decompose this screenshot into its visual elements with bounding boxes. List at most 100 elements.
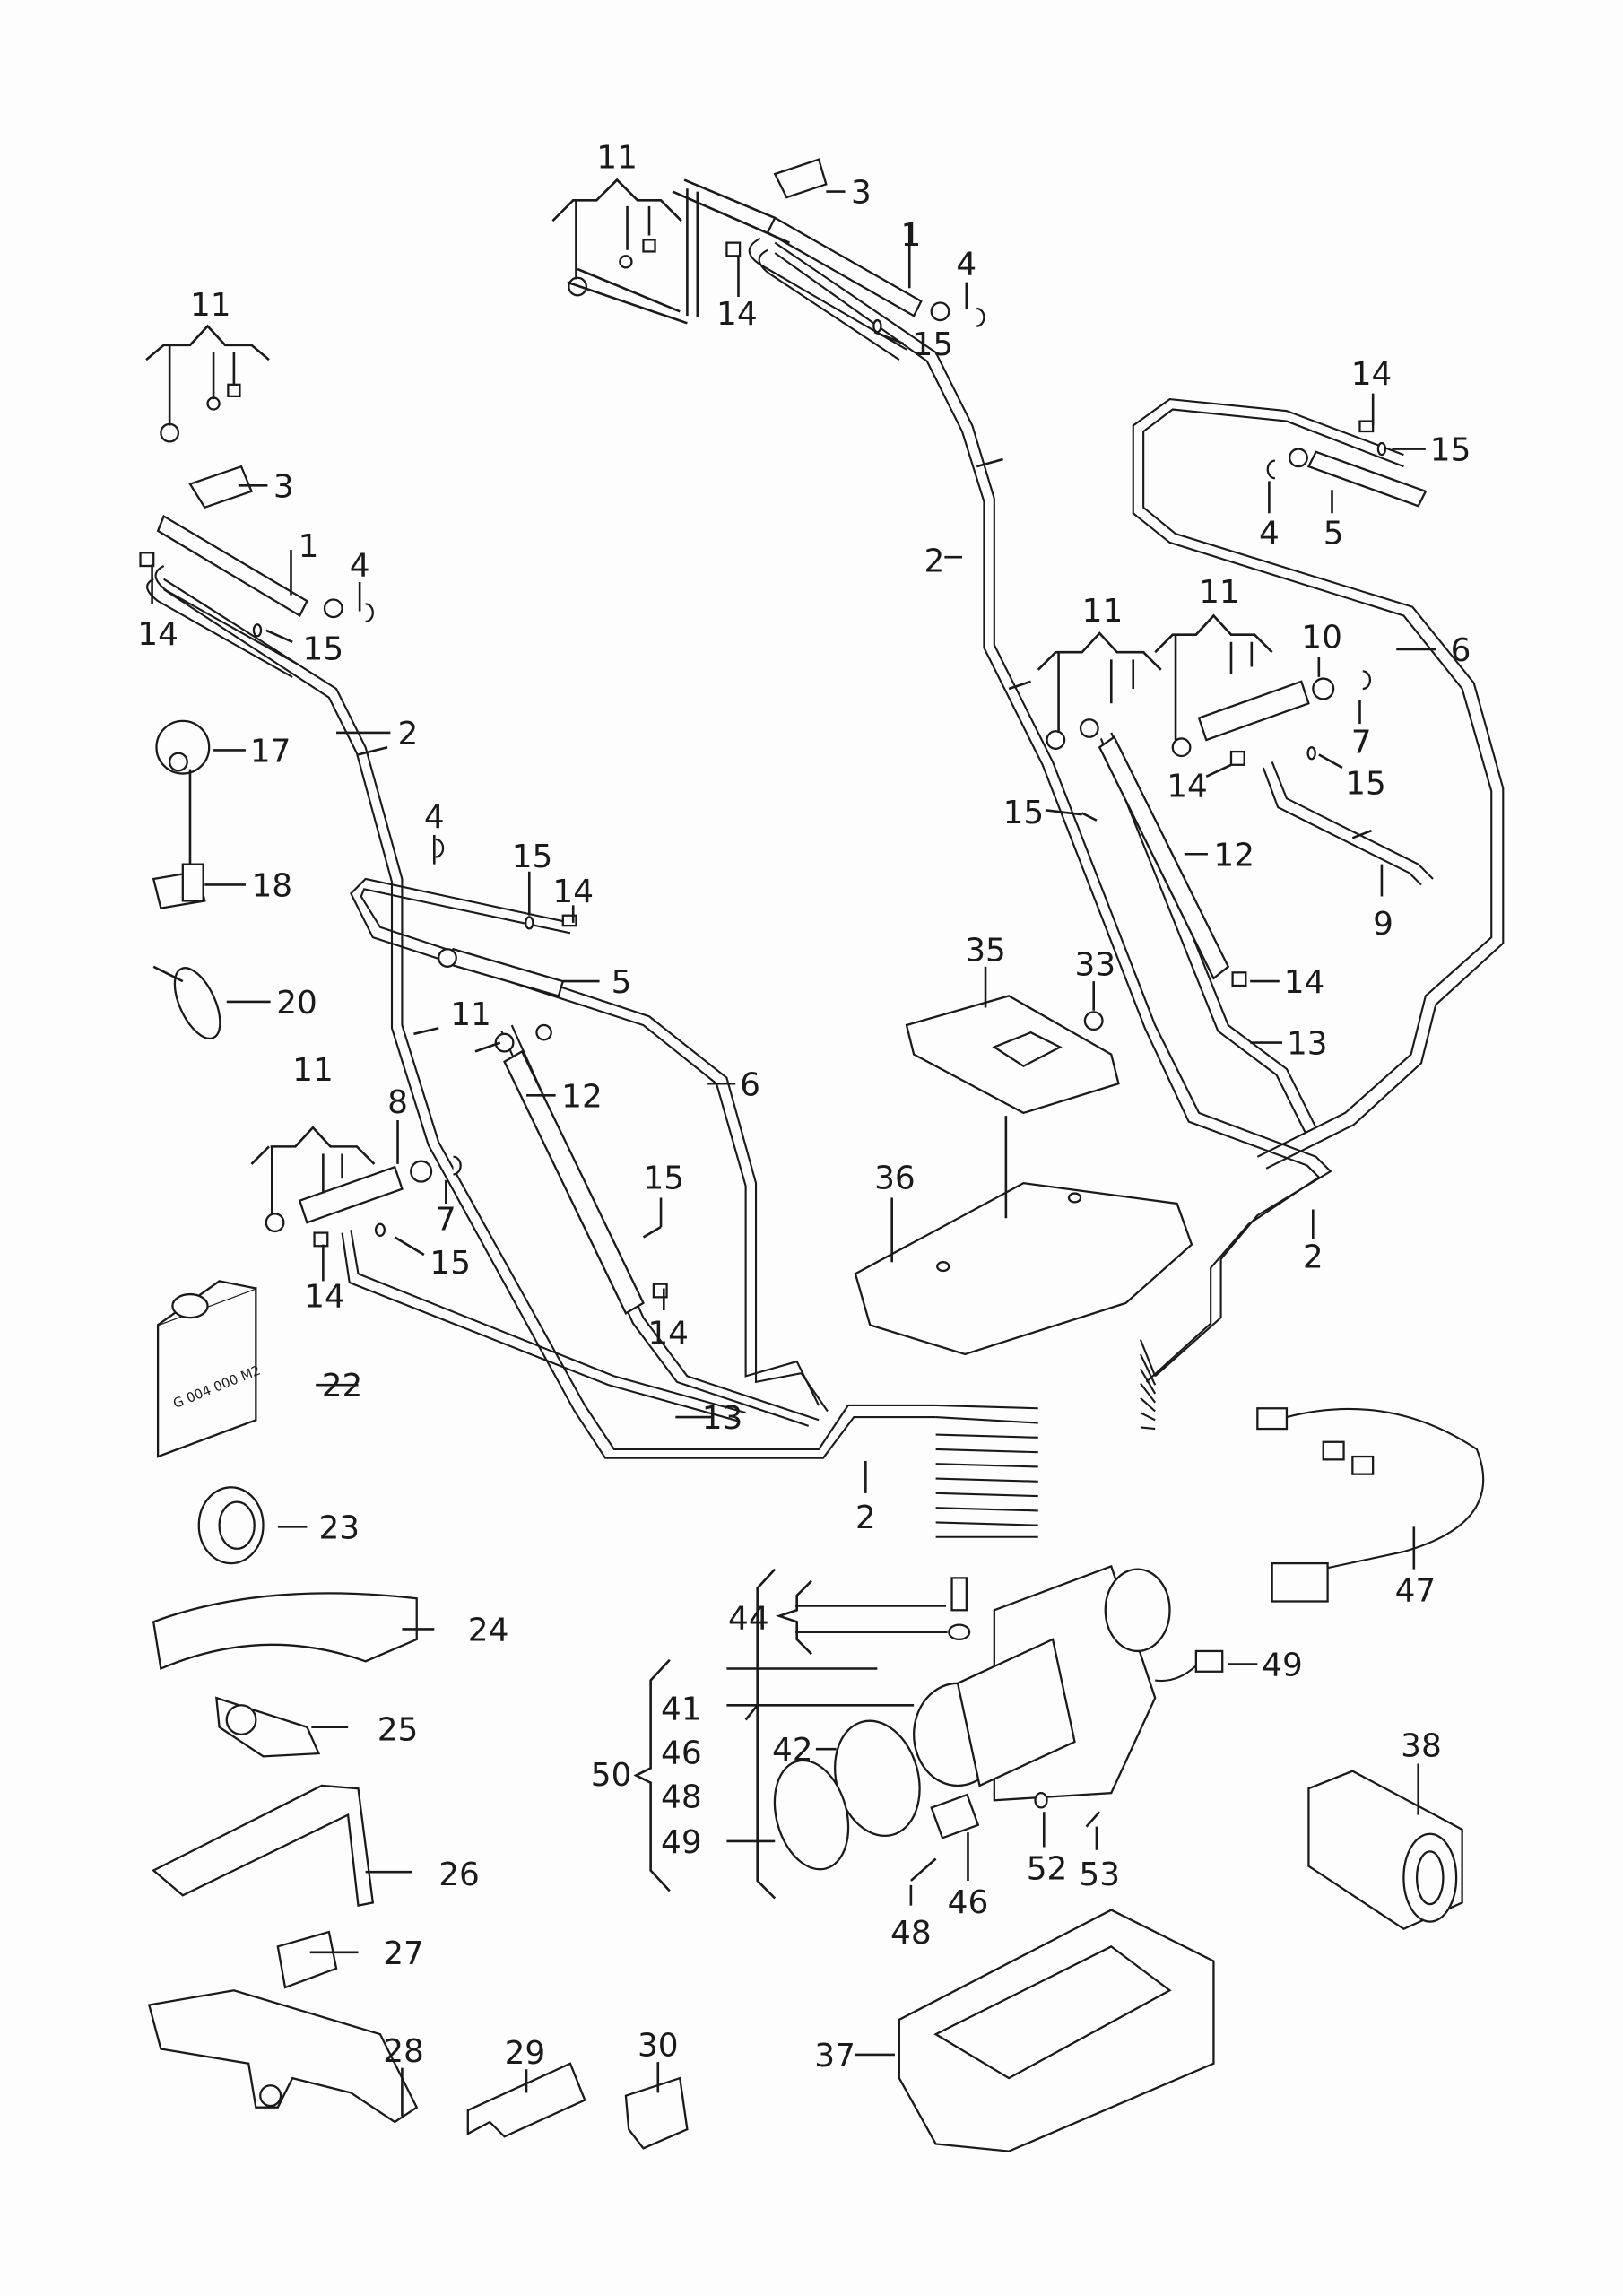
part-20-cable-tie: [152, 965, 221, 1040]
part-52-washer: [1034, 1791, 1048, 1809]
callout-5: 5: [612, 964, 632, 1001]
callout-14: 14: [137, 616, 178, 653]
callout-38: 38: [1401, 1727, 1442, 1764]
callout-1: 1: [900, 217, 921, 254]
part-50-seal-ring: [773, 1759, 850, 1871]
part-12-ram-right: [1046, 718, 1230, 980]
part-14-clip-right-ram: [1231, 971, 1247, 987]
callout-48: 48: [890, 1915, 932, 1952]
callout-15: 15: [1345, 765, 1386, 802]
pipe-end-fittings-right: [1139, 1339, 1157, 1431]
part-15-oring-right-top: [1376, 441, 1387, 457]
callout-3: 3: [851, 175, 872, 212]
callout-35: 35: [965, 932, 1006, 969]
part-5-cylinder-right: [1289, 448, 1428, 508]
callout-14: 14: [1284, 964, 1325, 1001]
callout-1: 1: [299, 528, 319, 565]
part-49-connector: [1155, 1649, 1224, 1683]
part-4-cclip-left-top: [365, 603, 374, 623]
part-29-clip: [466, 2062, 586, 2138]
callout-8: 8: [387, 1084, 408, 1121]
callout-46: 46: [948, 1884, 989, 1921]
callout-49: 49: [1262, 1648, 1303, 1684]
callout-15: 15: [430, 1245, 471, 1282]
callout-2: 2: [855, 1500, 876, 1536]
part-44-bolt-washer: [948, 1577, 971, 1641]
callout-14: 14: [1167, 769, 1208, 805]
callout-15: 15: [1003, 795, 1045, 831]
callout-24: 24: [468, 1613, 509, 1649]
callout-4: 4: [956, 247, 976, 283]
callout-11: 11: [292, 1052, 334, 1089]
callout-44: 44: [728, 1600, 769, 1637]
callout-37: 37: [814, 2038, 855, 2074]
callout-9: 9: [1373, 906, 1393, 943]
callout-2: 2: [1303, 1239, 1324, 1276]
callout-25: 25: [378, 1711, 419, 1748]
callout-33: 33: [1075, 947, 1116, 984]
hydraulic-lines: [163, 241, 1505, 1538]
part-11-bolt-set-top: [568, 239, 656, 297]
part-15-oring-left-top: [252, 623, 263, 638]
callout-6: 6: [1451, 632, 1471, 669]
part-25-bracket: [215, 1696, 321, 1758]
part-38-foam-roll: [1307, 1770, 1463, 1931]
callout-23: 23: [318, 1509, 360, 1546]
part-4-cclip-left-mid: [435, 838, 445, 858]
callout-4: 4: [350, 547, 370, 584]
callout-10: 10: [1301, 619, 1342, 656]
part-8-valve-left: [265, 1160, 433, 1233]
part-41-pump-unit: [913, 1564, 1171, 1802]
part-7-cclip-right: [1362, 670, 1372, 691]
part-27-clip: [276, 1930, 338, 1989]
part-35-carrier: [905, 995, 1120, 1115]
part-18-holder: [152, 769, 206, 909]
part-15-oring-left-valve: [374, 1222, 386, 1237]
part-46-sensor: [930, 1793, 980, 1839]
part-47-wiring-harness: [1256, 1407, 1485, 1603]
callout-15: 15: [913, 326, 954, 363]
part-10-valve-right: [1171, 677, 1335, 758]
part-7-cclip-left: [453, 1155, 462, 1176]
callout-15: 15: [512, 839, 553, 875]
part-11-bolt-set-left-top: [160, 383, 241, 443]
callout-13: 13: [1287, 1026, 1328, 1063]
callout-6: 6: [740, 1066, 760, 1103]
callout-13: 13: [702, 1400, 743, 1437]
callout-14: 14: [647, 1316, 689, 1352]
part-3-clamp-top: [773, 158, 828, 199]
callout-2: 2: [924, 544, 945, 580]
callout-18: 18: [251, 868, 292, 905]
callout-labels: 11 3 1 4 14 15 11 3 1 4 14 15 2 2 14 15 …: [137, 139, 1471, 2074]
callout-50: 50: [591, 1757, 632, 1794]
part-15-oring-right-valve: [1306, 746, 1316, 761]
part-14-clip-left-valve: [313, 1231, 329, 1248]
callout-4: 4: [424, 799, 445, 836]
part-15-pin-left-ram: [642, 1225, 662, 1239]
part-28-bracket: [147, 1989, 419, 2124]
part-3-clamp-left: [188, 465, 253, 509]
callout-11: 11: [1199, 574, 1240, 611]
callout-14: 14: [716, 296, 758, 333]
part-30-clip: [624, 2076, 689, 2150]
callout-11: 11: [596, 139, 638, 176]
callout-14: 14: [1351, 356, 1393, 393]
part-14-clip-right-top: [1358, 420, 1375, 433]
part-14-clip-top: [725, 241, 742, 257]
callout-11: 11: [190, 287, 231, 324]
part-15-oring-top: [872, 318, 882, 334]
callout-2: 2: [398, 716, 419, 752]
part-1-cylinder-top: [748, 216, 950, 361]
part-5-cylinder-left: [438, 947, 565, 997]
part-26-bracket: [152, 1784, 375, 1908]
part-36-foam-pad: [854, 1181, 1193, 1356]
part-15-oring-left-mid: [525, 916, 534, 930]
callout-22: 22: [322, 1368, 363, 1405]
part-4-cclip-top: [976, 307, 985, 327]
callout-7: 7: [436, 1201, 456, 1238]
part-14-clip-left-top: [139, 552, 155, 568]
callout-46: 46: [661, 1735, 702, 1771]
part-14-clip-left-mid: [561, 914, 577, 927]
part-53-screw: [1085, 1811, 1101, 1828]
